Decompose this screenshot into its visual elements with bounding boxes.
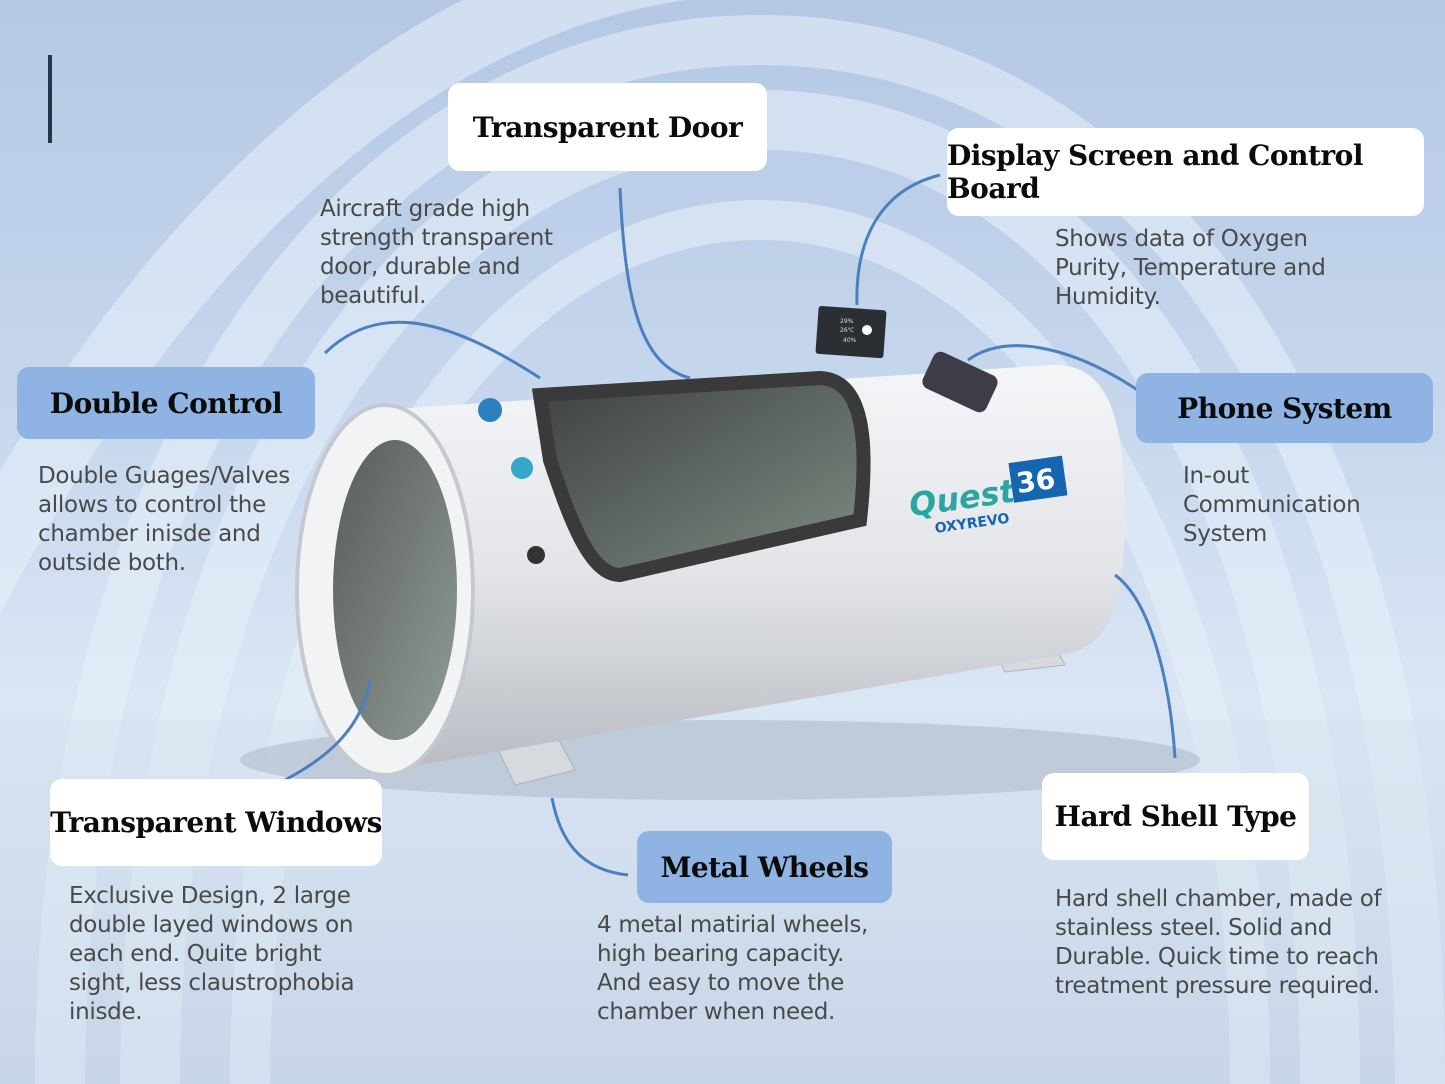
desc-display-screen: Shows data of Oxygen Purity, Temperature… (1055, 226, 1326, 310)
connector-phone (967, 344, 1146, 397)
label-transparent-door: Transparent Door (448, 83, 767, 171)
connector-display (855, 173, 941, 306)
label-metal-wheels: Metal Wheels (637, 831, 892, 903)
valve (478, 398, 502, 422)
desc-transparent-door: Aircraft grade high strength transparent… (320, 196, 553, 309)
label-transparent-windows: Transparent Windows (50, 779, 382, 866)
desc-transparent-windows: Exclusive Design, 2 large double layed w… (69, 883, 355, 1025)
desc-double-control: Double Guages/Valves allows to control t… (38, 463, 290, 576)
label-hard-shell: Hard Shell Type (1042, 773, 1309, 860)
connector-wheels (550, 797, 629, 877)
display-reading-temperature: 26℃ (840, 327, 855, 334)
front-window (333, 440, 457, 740)
desc-hard-shell: Hard shell chamber, made of stainless st… (1055, 886, 1382, 999)
valve (511, 457, 533, 479)
label-phone-system: Phone System (1136, 373, 1433, 443)
transparent-door (531, 370, 871, 583)
gauge-port (527, 546, 545, 564)
phone-handset (922, 351, 998, 413)
connector-door (618, 187, 691, 380)
desc-metal-wheels: 4 metal matirial wheels, high bearing ca… (597, 912, 869, 1025)
logo-number: 36 (1014, 462, 1057, 500)
label-double-control: Double Control (17, 367, 315, 439)
display-button (862, 325, 872, 335)
desc-phone-system: In-out Communication System (1183, 463, 1361, 547)
display-screen (815, 305, 887, 359)
accent-bar (48, 55, 52, 143)
connector-hard-shell (1114, 573, 1177, 759)
connector-double-control (323, 320, 541, 380)
label-display-screen: Display Screen and Control Board (947, 128, 1424, 216)
display-reading-humidity: 40% (843, 337, 857, 344)
display-reading-oxygen: 29% (840, 318, 854, 325)
product-logo: Quest 36 OXYREVO (907, 455, 1068, 537)
